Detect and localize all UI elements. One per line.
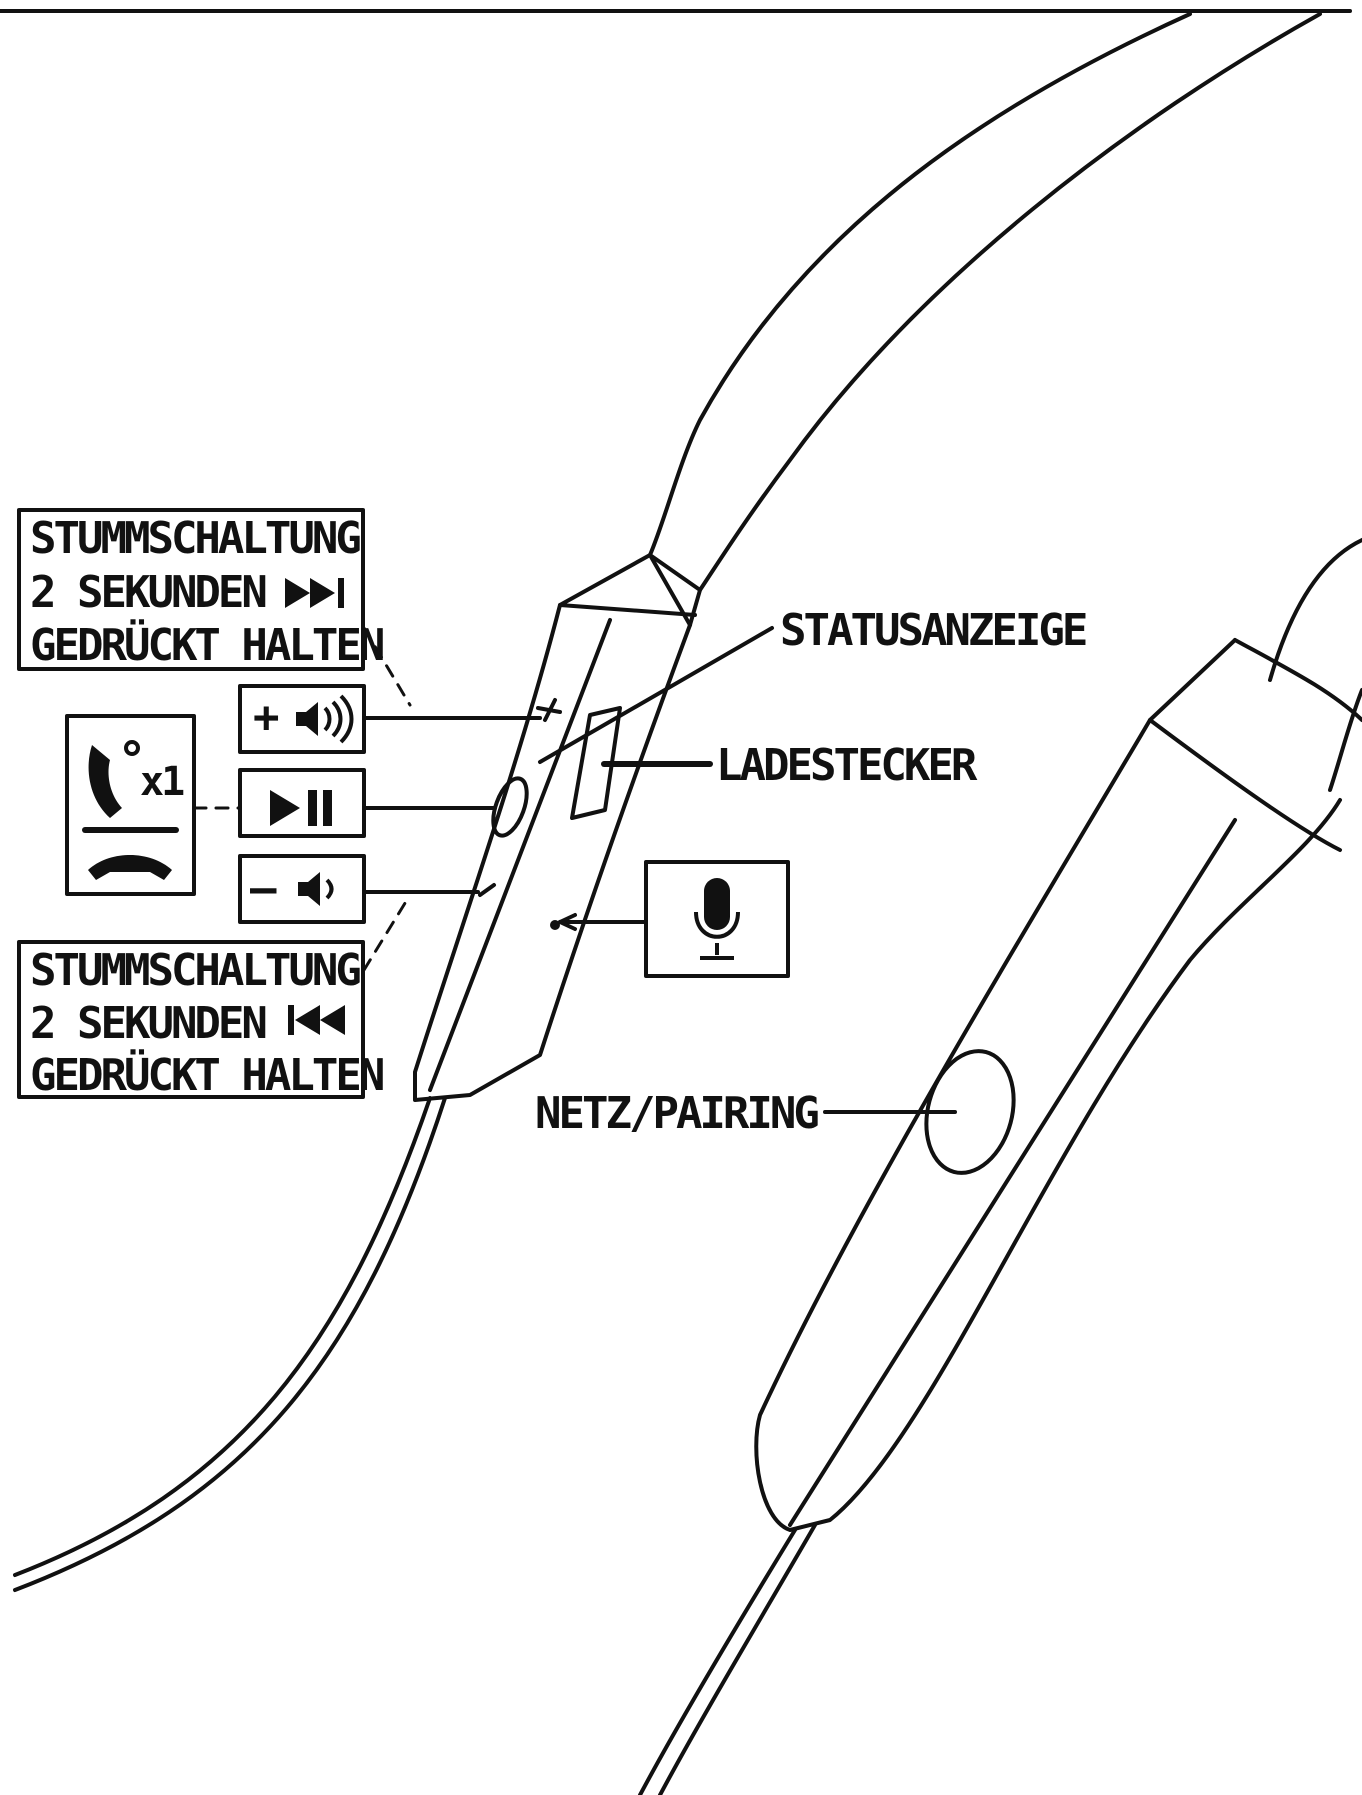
pause-bar-left [308, 790, 317, 826]
right-cable-b [638, 1528, 797, 1795]
mute-fwd-line-2: 2 SEKUNDEN [30, 567, 265, 618]
next-track-bar [338, 578, 344, 608]
dash-mute-fwd [362, 626, 412, 707]
module-vol-down-mark [478, 883, 496, 897]
leader-mic-arrow [558, 913, 577, 931]
left-module-seam [558, 603, 697, 617]
vol-down-minus-icon: — [250, 863, 277, 914]
left-band-outer [648, 12, 1192, 557]
vol-down-speaker-icon [298, 872, 320, 906]
module-play-button [491, 776, 529, 838]
phone-answer-icon [88, 745, 122, 818]
dash-mute-back [362, 893, 412, 972]
status-label: STATUSANZEIGE [780, 605, 1086, 656]
mute-back-box [17, 940, 365, 1099]
call-count-label: x1 [140, 759, 184, 805]
prev-track-bar [288, 1005, 294, 1035]
play-icon [270, 790, 300, 826]
prev-track-icon [295, 1005, 345, 1035]
leader-status [538, 626, 774, 764]
left-cable-a [13, 1096, 447, 1592]
charge-label: LADESTECKER [716, 740, 978, 791]
vol-up-plus-icon: + [253, 692, 279, 743]
left-cable-b [13, 1096, 432, 1577]
mute-back-line-1: STUMMSCHALTUNG [30, 945, 360, 996]
mute-back-line-3: GEDRÜCKT HALTEN [30, 1048, 383, 1101]
ring-indicator-icon [124, 740, 140, 756]
microphone-stand-curve [694, 911, 740, 939]
vol-down-box [238, 854, 366, 924]
right-module-housing [754, 638, 1342, 1532]
module-vol-up-mark [536, 698, 562, 722]
module-charge-port [570, 706, 622, 820]
right-band-outer [1268, 538, 1362, 682]
power-label: NETZ/PAIRING [535, 1088, 818, 1139]
left-band-inner [698, 12, 1322, 592]
mute-fwd-box [17, 508, 365, 671]
left-module-edge [428, 618, 612, 1092]
pause-bar-right [323, 790, 332, 826]
vol-up-wave-1 [323, 706, 332, 732]
right-module-top [1233, 638, 1362, 722]
vol-up-wave-3 [339, 694, 354, 744]
next-track-icon [285, 578, 335, 608]
vol-up-speaker-icon [296, 702, 318, 736]
mic-box [644, 860, 790, 978]
call-box [65, 714, 196, 896]
play-pause-box [238, 768, 366, 838]
mute-back-line-2: 2 SEKUNDEN [30, 998, 265, 1049]
left-module-housing [413, 553, 702, 1102]
power-pairing-button [924, 1049, 1016, 1175]
right-band-inner [1328, 688, 1362, 792]
vol-up-wave-2 [331, 700, 343, 738]
right-module-collar [1148, 718, 1342, 852]
right-module-edge [788, 818, 1237, 1527]
module-mic-hole [550, 920, 560, 930]
vol-down-wave [325, 878, 334, 900]
mute-fwd-line-1: STUMMSCHALTUNG [30, 513, 360, 564]
phone-hangup-icon [88, 855, 172, 880]
mute-fwd-line-3: GEDRÜCKT HALTEN [30, 618, 383, 671]
right-cable-a [658, 1523, 817, 1795]
microphone-icon [704, 878, 730, 930]
